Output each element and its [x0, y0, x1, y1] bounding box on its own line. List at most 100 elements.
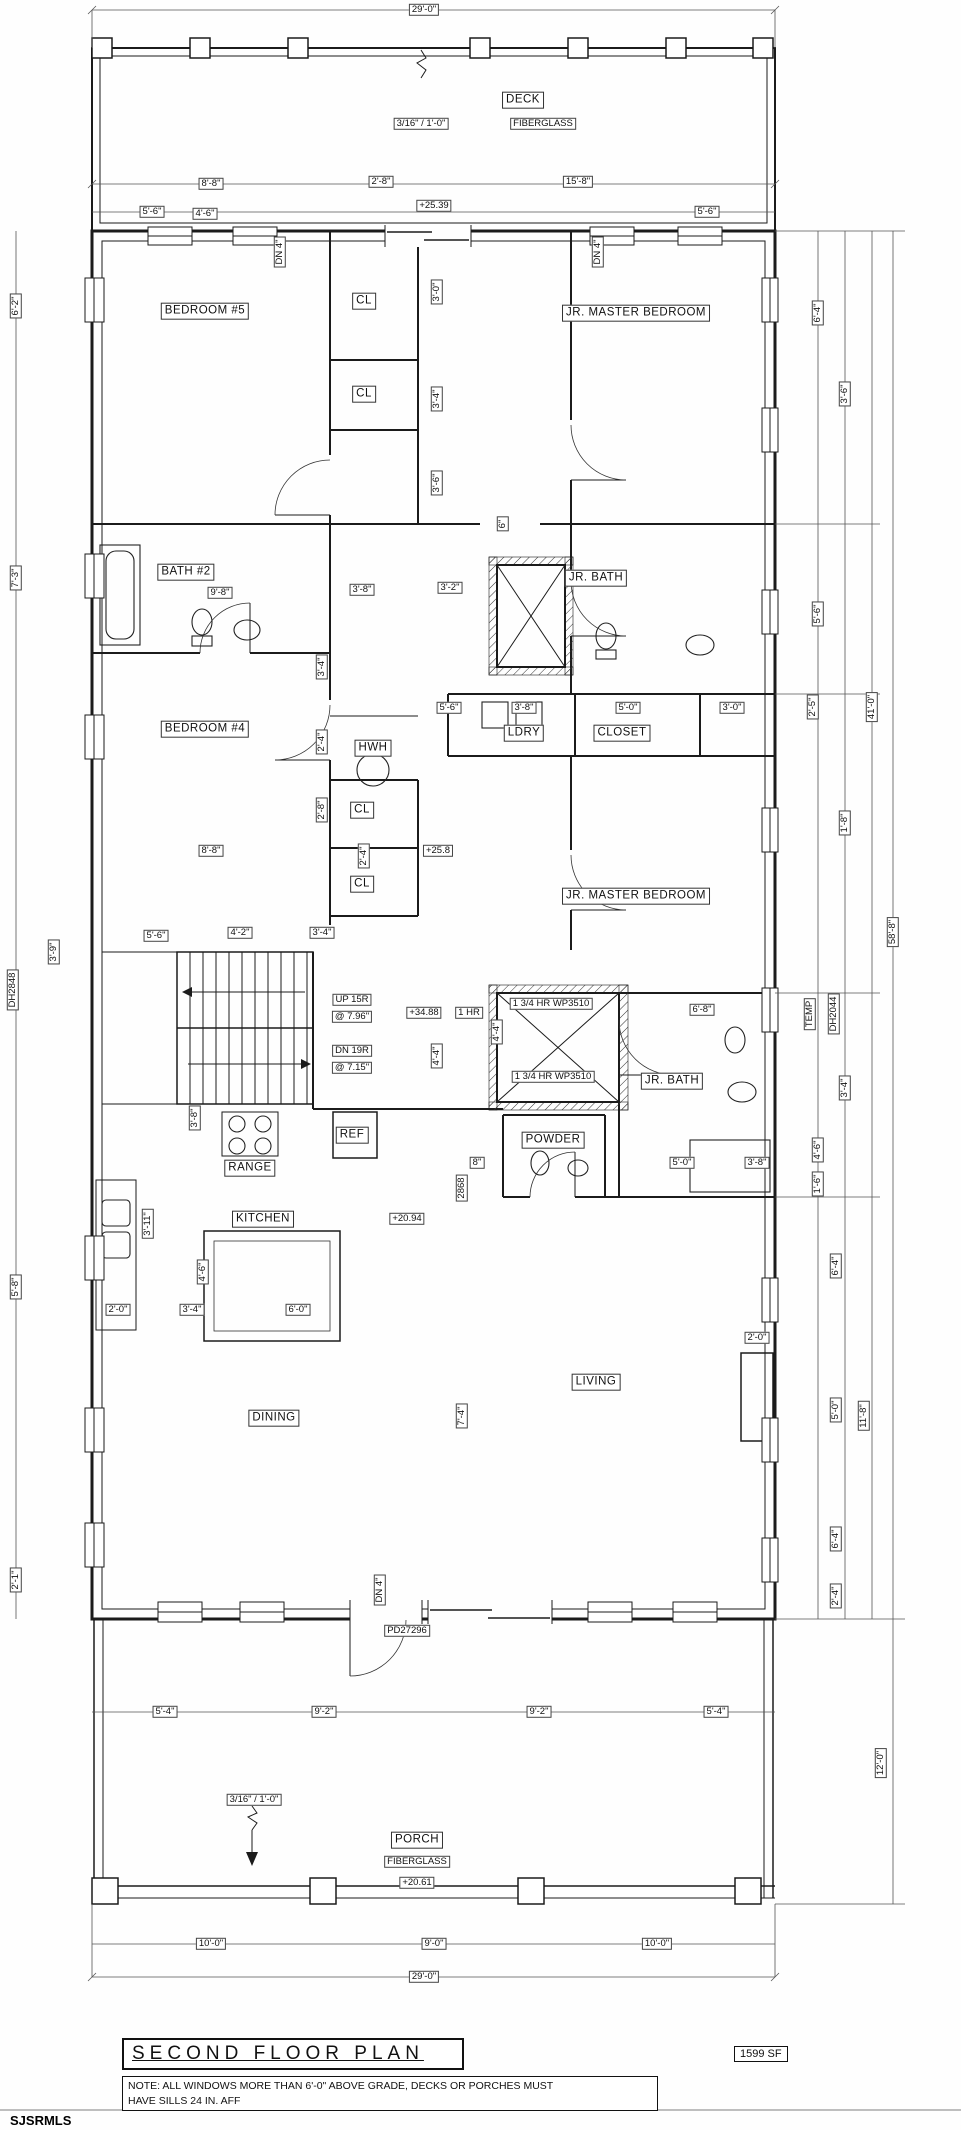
dimension-label: 6": [496, 516, 510, 532]
dimension-label: 1'-6": [811, 1171, 825, 1197]
dimension-label: 3/16" / 1'-0": [393, 117, 449, 131]
dimension-label: 3'-11": [141, 1209, 155, 1239]
dimension-label: 2'-8": [315, 797, 329, 823]
dimension-label: FIBERGLASS: [510, 117, 576, 131]
dimension-label: 3'-8": [511, 701, 537, 715]
dimension-label: 9'-8": [207, 586, 233, 600]
room-label: RANGE: [224, 1159, 276, 1177]
dimension-label: 15'-8": [562, 175, 594, 189]
room-label: BATH #2: [157, 563, 215, 581]
dimension-label: 3'-0": [719, 701, 745, 715]
dimension-label: 3'-8": [188, 1105, 202, 1131]
room-label: JR. MASTER BEDROOM: [562, 304, 710, 322]
room-label: DINING: [248, 1409, 300, 1427]
stair-down-arrow: [301, 1059, 311, 1069]
dimension-label: DH2044: [827, 993, 841, 1035]
dimension-label: 1 3/4 HR WP3510: [511, 1070, 595, 1084]
refrigerator: [332, 1111, 378, 1159]
dimension-label: 2868: [455, 1174, 469, 1202]
area-badge: 1599 SF: [734, 2046, 788, 2062]
dimension-label: 5'-0": [829, 1397, 843, 1423]
dimension-label: 3'-4": [315, 654, 329, 680]
dimension-label: FIBERGLASS: [384, 1855, 450, 1869]
dimension-label: 1 HR: [455, 1006, 483, 1020]
room-label: REF: [335, 1126, 369, 1144]
dimension-label: 2'-8": [368, 175, 394, 189]
dimension-label: 5'-0": [615, 701, 641, 715]
porch-outline: [91, 1619, 775, 1905]
dimension-label: @ 7.15": [331, 1061, 373, 1075]
dimension-label: +20.94: [389, 1212, 425, 1226]
dimension-label: +34.88: [406, 1006, 442, 1020]
dimension-label: 5'-6": [694, 205, 720, 219]
dimension-label: 3'-8": [744, 1156, 770, 1170]
dimension-label: 12'-0": [874, 1747, 888, 1779]
dimension-label: 5'-6": [139, 205, 165, 219]
dimension-label: 8'-8": [198, 177, 224, 191]
room-label: HWH: [354, 739, 392, 757]
dimension-label: 5'-6": [436, 701, 462, 715]
dimension-label: 1 3/4 HR WP3510: [509, 997, 593, 1011]
dimension-label: 3'-8": [349, 583, 375, 597]
dimension-label: 29'-0": [408, 1970, 440, 1984]
dimension-label: DN 4": [273, 236, 287, 268]
dimension-label: DH2848: [6, 969, 20, 1011]
dimension-label: 2'-4": [829, 1583, 843, 1609]
dimension-label: 3'-6": [430, 470, 444, 496]
room-label: CL: [350, 801, 374, 819]
dimension-label: 5'-8": [9, 1274, 23, 1300]
dimension-label: 1'-8": [838, 810, 852, 836]
dimension-label: TEMP: [803, 997, 817, 1031]
room-label: JR. MASTER BEDROOM: [562, 887, 710, 905]
dimension-label: 2'-4": [315, 729, 329, 755]
elevator-shaft-lower: [488, 984, 629, 1111]
kitchen-sink: [101, 1199, 131, 1227]
dimension-label: 8'-8": [198, 844, 224, 858]
dimension-label: 10'-0": [195, 1937, 227, 1951]
dimension-label: 3'-4": [430, 386, 444, 412]
note-line-1: NOTE: ALL WINDOWS MORE THAN 6'-0" ABOVE …: [128, 2080, 554, 2092]
watermark: SJSRMLS: [10, 2113, 72, 2128]
kitchen-island: [203, 1230, 341, 1342]
dimension-label: 2'-5": [806, 694, 820, 720]
note-line-2: HAVE SILLS 24 IN. AFF: [128, 2094, 241, 2107]
dimension-label: DN 4": [373, 1574, 387, 1606]
dimension-label: 3'-0": [430, 279, 444, 305]
room-label: CL: [352, 292, 376, 310]
dimension-label: 6'-2": [9, 293, 23, 319]
room-label: LDRY: [503, 724, 545, 742]
dimension-label: 3'-9": [47, 939, 61, 965]
dimension-label: 5'-6": [811, 601, 825, 627]
break-mark: [416, 49, 427, 79]
dimension-label: 2'-4": [357, 843, 371, 869]
dimension-label: PD27296: [384, 1624, 430, 1638]
dimension-label: UP 15R: [332, 993, 372, 1007]
room-label: CL: [352, 385, 376, 403]
dimension-label: 3/16" / 1'-0": [226, 1793, 282, 1807]
dimension-label: 29'-0": [408, 3, 440, 17]
dimension-label: 3'-6": [838, 381, 852, 407]
room-label: PORCH: [390, 1831, 444, 1849]
dimension-label: 5'-6": [143, 929, 169, 943]
dimension-label: 4'-6": [192, 207, 218, 221]
dimension-label: 6'-0": [285, 1303, 311, 1317]
dimension-label: 6'-8": [689, 1003, 715, 1017]
dimension-label: +25.8: [422, 844, 454, 858]
elevator-shaft-upper: [488, 556, 574, 676]
dimension-label: 10'-0": [641, 1937, 673, 1951]
stair-up-arrow: [182, 987, 192, 997]
room-label: DECK: [502, 91, 544, 109]
sheet-note: NOTE: ALL WINDOWS MORE THAN 6'-0" ABOVE …: [122, 2076, 658, 2112]
dimension-label: 7'-4": [455, 1403, 469, 1429]
dimension-label: 3'-2": [437, 581, 463, 595]
dimension-label: 6'-4": [811, 300, 825, 326]
room-label: BEDROOM #5: [160, 302, 250, 320]
dimension-label: DN 19R: [332, 1044, 372, 1058]
dimension-label: 5'-4": [152, 1705, 178, 1719]
dimension-label: 4'-6": [811, 1137, 825, 1163]
dimension-label: 7'-3": [9, 565, 23, 591]
dimension-label: 6'-4": [829, 1526, 843, 1552]
dimension-label: @ 7.96": [331, 1010, 373, 1024]
dimension-label: 9'-2": [311, 1705, 337, 1719]
room-label: JR. BATH: [640, 1072, 704, 1090]
